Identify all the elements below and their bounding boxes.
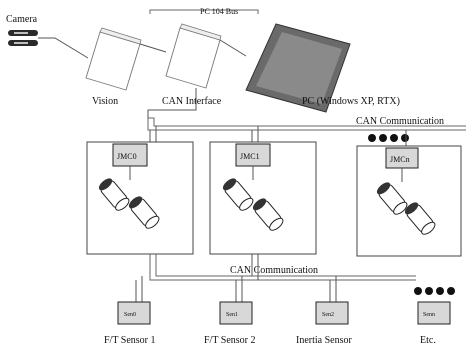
pc104-links xyxy=(139,39,247,57)
camera-icon xyxy=(8,30,38,46)
sensor-label: F/T Sensor 2 xyxy=(204,335,256,346)
can-communication-top-label: CAN Communication xyxy=(356,116,444,127)
controller-jmc0: JMC0 xyxy=(86,141,194,255)
sensor-label: F/T Sensor 1 xyxy=(104,335,156,346)
sensor-chip-label: Sen0 xyxy=(124,312,136,318)
can-interface-label: CAN Interface xyxy=(162,96,222,107)
can-drops-sensors xyxy=(135,276,337,302)
sensor-chip-label: Senn xyxy=(423,312,435,318)
can-interface-card-icon xyxy=(165,23,222,89)
can-communication-bottom-label: CAN Communication xyxy=(230,265,318,276)
motor-icon xyxy=(376,182,408,215)
can-drops-controllers xyxy=(149,126,407,146)
sensor-inertia: Sen2 xyxy=(315,301,349,325)
controller-jmcn: JMCn xyxy=(356,145,462,257)
controller-label: JMC1 xyxy=(240,152,260,161)
can-drops-controllers-bottom xyxy=(251,254,259,280)
vision-card-icon xyxy=(85,27,142,91)
can-bus-top xyxy=(147,117,466,131)
can-interface-drop xyxy=(147,88,197,118)
sensor-label: Etc. xyxy=(420,335,436,346)
controller-label: JMCn xyxy=(390,155,410,164)
ellipsis-dots-icon xyxy=(414,287,455,295)
pc104-bus-label: PC 104 Bus xyxy=(200,7,238,16)
can-bus-bottom xyxy=(149,254,416,281)
controller-jmc1: JMC1 xyxy=(209,141,317,255)
sensor-etc: Senn xyxy=(417,301,451,325)
controller-label: JMC0 xyxy=(117,152,137,161)
pc-label: PC (Windows XP, RTX) xyxy=(302,96,400,107)
ellipsis-dots-icon xyxy=(368,134,409,142)
vision-label: Vision xyxy=(92,96,118,107)
motor-icon xyxy=(252,198,284,231)
motor-icon xyxy=(404,202,436,235)
motor-icon xyxy=(98,178,130,211)
camera-label: Camera xyxy=(6,14,38,25)
camera-cable xyxy=(38,37,89,59)
pc104-bus-bracket xyxy=(149,9,259,14)
sensor-label: Inertia Sensor xyxy=(296,335,352,346)
sensor-chip-label: Sen2 xyxy=(322,312,334,318)
motor-icon xyxy=(222,178,254,211)
motor-icon xyxy=(128,196,160,229)
sensor-ft2: Sen1 xyxy=(219,301,253,325)
sensor-chip-label: Sen1 xyxy=(226,312,238,318)
pc-card-icon xyxy=(245,23,351,113)
sensor-ft1: Sen0 xyxy=(117,301,151,325)
